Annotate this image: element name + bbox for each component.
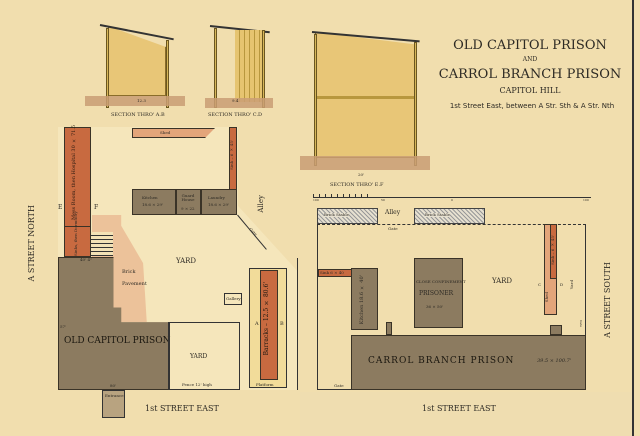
- letter-e: E: [58, 204, 63, 211]
- section-ab-label: SECTION THRO' A.B: [111, 112, 165, 118]
- letter-f: F: [94, 204, 99, 211]
- close-confinement: [414, 258, 463, 328]
- dim-top: 40' 4": [80, 257, 92, 262]
- stairs: [91, 232, 113, 256]
- shed-label: Shed: [160, 130, 171, 135]
- gallery: [224, 293, 242, 305]
- platform-label: Platform: [256, 382, 274, 387]
- letter-d: D: [560, 282, 564, 287]
- shed-left: [132, 128, 215, 138]
- sinks-label: Sinks, then Dormitory: [73, 211, 78, 256]
- right-boundary: [297, 258, 298, 390]
- dim-side: 57': [60, 324, 67, 329]
- frame-border: [632, 0, 634, 436]
- shed-right-label: Shed: [544, 292, 549, 303]
- alley-left-label: Alley: [257, 195, 265, 213]
- small-block-2: [550, 325, 562, 335]
- title-line-4: CAPITOL HILL: [499, 86, 561, 95]
- first-street-east-left-label: 1st STREET EAST: [145, 404, 219, 413]
- brick-pavement-label: Brick Pavement: [122, 269, 147, 287]
- dim-bottom: 80': [110, 383, 117, 388]
- torn-paper-edge: [300, 392, 632, 436]
- first-street-east-right-label: 1st STREET EAST: [422, 404, 496, 413]
- cc-dim: 36 × 50': [426, 304, 444, 309]
- carrol-branch-prison: [351, 335, 586, 390]
- alley-right-label: Alley: [385, 209, 401, 216]
- guard-house-label: Guard House: [181, 193, 195, 202]
- title-line-3: CARROL BRANCH PRISON: [438, 67, 622, 82]
- title-line-2: AND: [522, 56, 538, 63]
- sink-right-strip: [550, 224, 557, 279]
- yard-lower-outline: [168, 322, 240, 390]
- barracks-label: Barracks – 12.5 × 80.6': [263, 282, 270, 356]
- yard-lower-label: YARD: [190, 353, 208, 360]
- section-ef-drawing: [300, 28, 430, 178]
- a-street-south-label: A STREET SOUTH: [603, 262, 612, 338]
- old-capitol-prison-label: OLD CAPITOL PRISON: [64, 336, 171, 346]
- sink-shed-label: Sink – 6 × 45': [550, 235, 555, 265]
- section-ab-dim: 12.3: [137, 98, 146, 103]
- entrance: [102, 390, 125, 418]
- title-line-1: OLD CAPITOL PRISON: [453, 38, 607, 53]
- gate-bottom-label: Gate: [334, 383, 344, 388]
- scale-tick: 100: [313, 198, 319, 202]
- scale-bar: 100 50 0 100: [313, 194, 591, 202]
- scale-tick: 100: [583, 198, 589, 202]
- entrance-label: Entrance: [105, 393, 124, 398]
- section-ab-drawing: [80, 18, 190, 113]
- carrol-branch-prison-dim: 39.5 × 100.7': [537, 358, 572, 364]
- section-ef-label: SECTION THRO' E.F: [330, 182, 384, 188]
- gallery-label: Gallery: [226, 296, 241, 301]
- brick-stable-2-label: Brick Stable: [425, 212, 451, 217]
- gate-top-label: Gate: [388, 226, 398, 231]
- a-street-north-label: A STREET NORTH: [27, 205, 36, 282]
- prisoner-label: PRISONER: [419, 290, 454, 297]
- barracks: [260, 270, 278, 380]
- section-cd-label: SECTION THRO' C.D: [208, 112, 263, 118]
- section-ef-dim: 20': [358, 172, 365, 177]
- title-line-5: 1st Street East, between A Str. Sth & A …: [449, 102, 615, 110]
- kitchen-right: [351, 268, 378, 330]
- kitchen-left: [132, 189, 176, 215]
- section-cd-drawing: [200, 20, 275, 115]
- laundry-dim: 18.6 × 29': [208, 202, 229, 207]
- yard-side-label: Yard: [569, 280, 574, 290]
- gate-right-label: Gate: [579, 320, 583, 328]
- mess-room: [64, 127, 91, 227]
- letter-a: A: [255, 321, 259, 327]
- letter-c: C: [538, 282, 542, 287]
- small-block-1: [386, 322, 392, 335]
- section-cd-dim: 9.4: [232, 98, 239, 103]
- yard-upper-label: YARD: [176, 257, 197, 265]
- laundry-label: Laundry: [208, 195, 225, 200]
- letter-b: B: [280, 321, 284, 327]
- guard-house-dim: 9 × 22: [181, 206, 195, 211]
- laundry: [201, 189, 237, 215]
- guard-house: [176, 189, 201, 215]
- sink-left-label: Sink 6 × 40: [320, 270, 344, 275]
- scale-tick: 50: [381, 198, 385, 202]
- sink-right-label: Sink – 6 × 45': [229, 140, 234, 170]
- kitchen-right-label: Kitchen 18.6 × 40': [359, 275, 365, 325]
- kitchen-left-dim: 18.6 × 29': [142, 202, 163, 207]
- brick-stable-1-label: Brick Stable: [324, 212, 350, 217]
- sinks-room: [64, 226, 91, 257]
- kitchen-left-label: Kitchen: [142, 195, 158, 200]
- carrol-branch-prison-label: CARROL BRANCH PRISON: [368, 356, 515, 366]
- title-block: OLD CAPITOL PRISON AND CARROL BRANCH PRI…: [420, 38, 640, 114]
- scale-tick: 0: [451, 198, 453, 202]
- mess-room-label: Mess Room, then Hospital 30 × 71.5: [71, 124, 77, 220]
- fence-label: Fence 12' high: [182, 382, 212, 387]
- yard-right-label: YARD: [492, 277, 513, 285]
- close-confinement-label: CLOSE CONFINEMENT: [416, 279, 466, 284]
